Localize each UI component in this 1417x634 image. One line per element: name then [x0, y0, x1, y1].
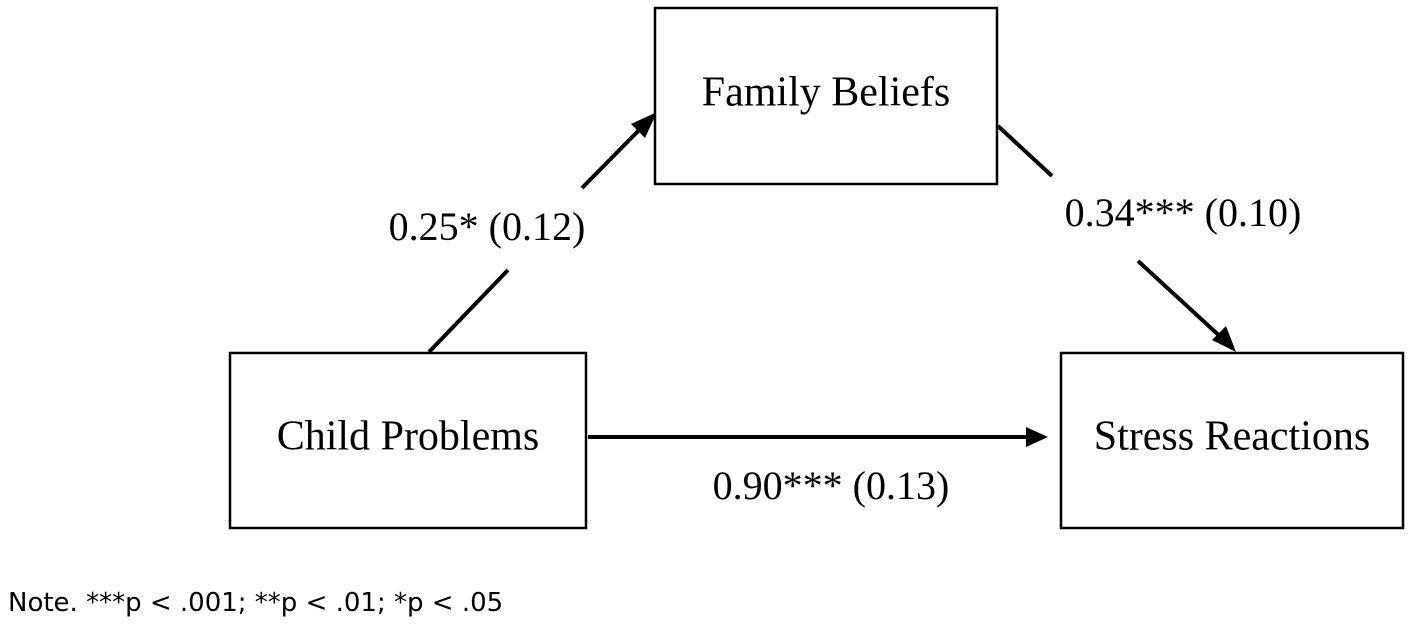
path-b-coefficient: 0.34*** (0.10): [1065, 190, 1302, 235]
path-a-coefficient: 0.25* (0.12): [389, 204, 586, 249]
node-stress-reactions-box: [1059, 351, 1405, 530]
path-a-segment-upper: [580, 120, 649, 190]
node-child-problems: Child Problems: [228, 351, 588, 530]
path-c-arrowhead: [1026, 427, 1048, 447]
path-a-segment-lower: [427, 268, 510, 354]
diagram-svg: Family Beliefs Child Problems Stress Rea…: [228, 6, 1405, 530]
node-family-beliefs: Family Beliefs: [653, 6, 999, 186]
path-b-arrow: [996, 124, 1236, 352]
path-a-arrow: [427, 112, 657, 354]
path-a-arrowhead: [631, 112, 657, 138]
path-b-segment-lower: [1136, 259, 1226, 342]
node-child-problems-label: Child Problems: [277, 414, 540, 460]
node-family-beliefs-box: [653, 6, 999, 186]
path-c-arrow: [588, 427, 1048, 447]
node-stress-reactions-label: Stress Reactions: [1094, 414, 1370, 460]
path-b-segment-upper: [996, 124, 1054, 178]
node-family-beliefs-label: Family Beliefs: [702, 70, 950, 116]
path-c-coefficient: 0.90*** (0.13): [713, 463, 950, 508]
node-child-problems-box: [228, 351, 588, 530]
significance-note: Note. ***p < .001; **p < .01; *p < .05: [8, 588, 504, 618]
node-stress-reactions: Stress Reactions: [1059, 351, 1405, 530]
path-b-arrowhead: [1212, 326, 1236, 352]
